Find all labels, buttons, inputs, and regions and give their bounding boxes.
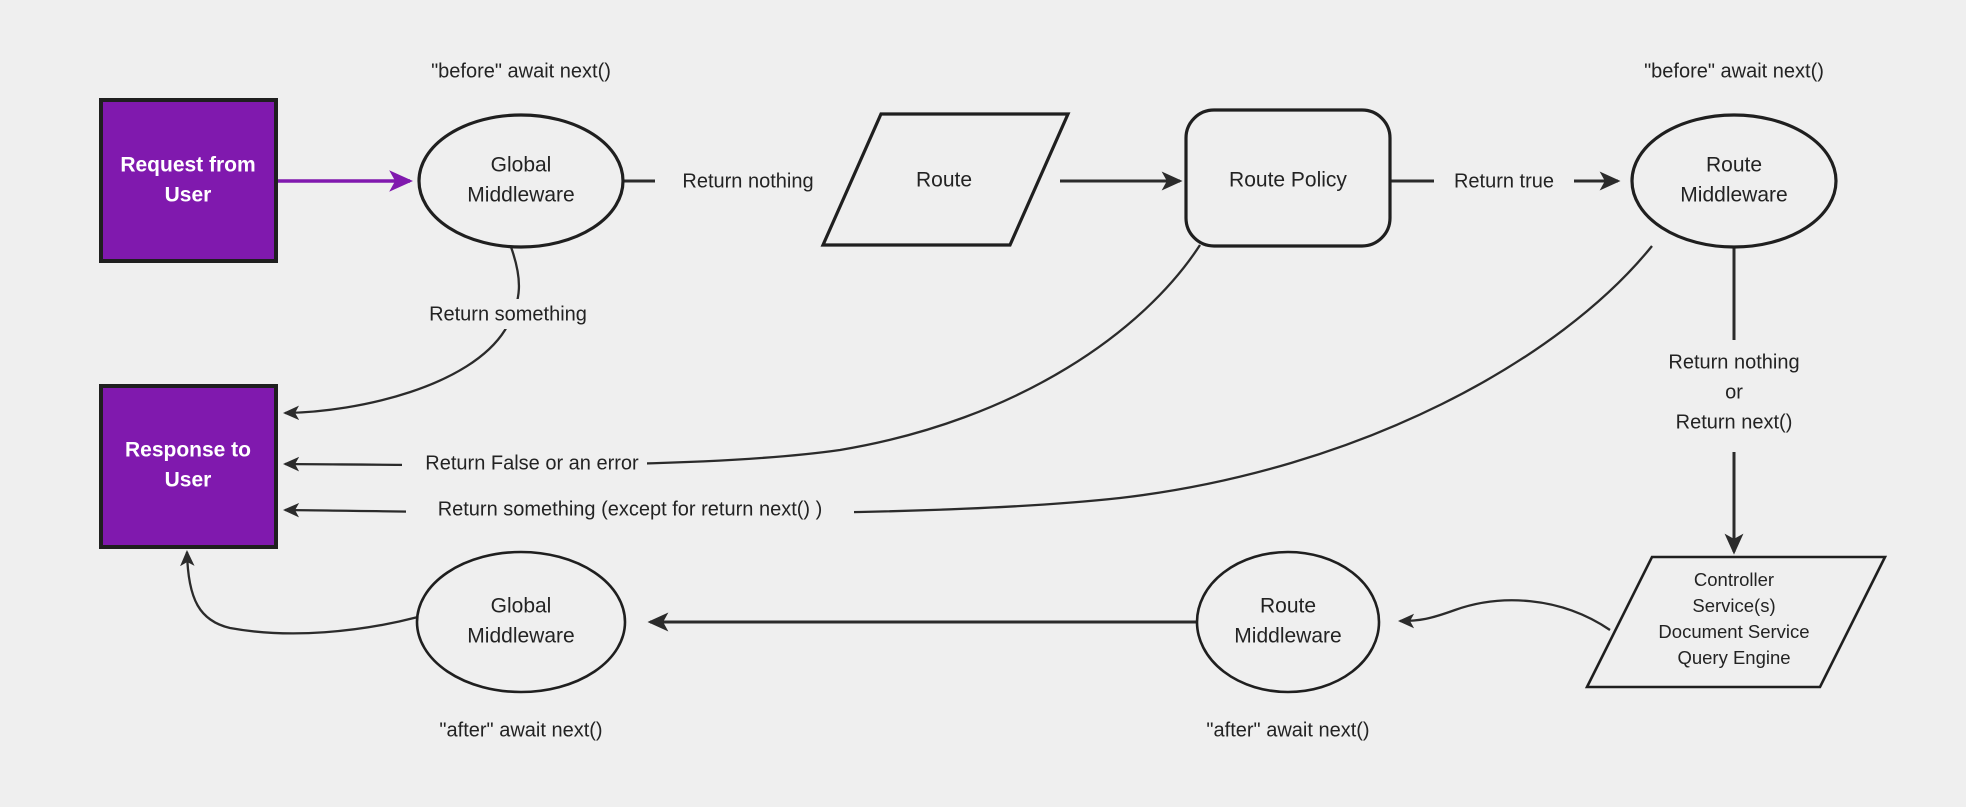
edge-label-return-something-except-next: Return something (except for return next… — [438, 498, 823, 520]
request-from-user-label-line1: Request from — [120, 154, 255, 177]
edge-global-middleware-after-to-response — [180, 549, 419, 635]
note-before-await-next-global: "before" await next() — [431, 60, 611, 82]
node-global-middleware-before[interactable]: Global Middleware — [417, 113, 625, 249]
request-from-user-label-line2: User — [165, 184, 212, 207]
node-global-middleware-after[interactable]: Global Middleware — [415, 550, 627, 694]
edge-label-return-false-or-error: Return False or an error — [425, 452, 639, 474]
edge-handler-to-route-middleware-after — [1397, 599, 1611, 631]
edge-label-return-nothing-or-next-2: or — [1725, 381, 1743, 403]
node-response-to-user[interactable]: Response to User — [99, 384, 278, 549]
edge-route-policy-to-response: Return False or an error — [282, 244, 1201, 480]
route-middleware-before-label-line2: Middleware — [1680, 184, 1787, 207]
note-after-await-next-global: "after" await next() — [439, 719, 602, 741]
response-to-user-label-line1: Response to — [125, 439, 251, 462]
node-route-middleware-after[interactable]: Route Middleware — [1195, 550, 1381, 694]
edge-global-middleware-to-route: Return nothing — [622, 166, 843, 196]
node-request-from-user[interactable]: Request from User — [99, 98, 278, 263]
route-policy-label: Route Policy — [1229, 169, 1347, 192]
edge-label-return-nothing: Return nothing — [682, 170, 813, 192]
node-route-policy[interactable]: Route Policy — [1184, 108, 1392, 248]
edge-route-policy-to-route-middleware: Return true — [1390, 166, 1621, 196]
edge-label-return-nothing-or-next-3: Return next() — [1676, 411, 1793, 433]
route-middleware-after-label-line2: Middleware — [1234, 625, 1341, 648]
note-after-await-next-route: "after" await next() — [1206, 719, 1369, 741]
handler-label-line4: Query Engine — [1677, 647, 1790, 668]
edge-route-middleware-to-response: Return something (except for return next… — [282, 245, 1653, 526]
edge-label-return-something: Return something — [429, 303, 587, 325]
handler-label-line3: Document Service — [1658, 621, 1809, 642]
route-label: Route — [916, 169, 972, 192]
global-middleware-before-label-line2: Middleware — [467, 184, 574, 207]
handler-label-line1: Controller — [1694, 569, 1774, 590]
route-middleware-before-label-line1: Route — [1706, 154, 1762, 177]
node-route[interactable]: Route — [820, 112, 1071, 247]
route-middleware-after-label-line1: Route — [1260, 595, 1316, 618]
global-middleware-after-label-line2: Middleware — [467, 625, 574, 648]
global-middleware-before-label-line1: Global — [491, 154, 552, 177]
handler-label-line2: Service(s) — [1692, 595, 1775, 616]
node-route-middleware-before[interactable]: Route Middleware — [1630, 113, 1838, 249]
edge-label-return-nothing-or-next-1: Return nothing — [1668, 351, 1799, 373]
global-middleware-after-label-line1: Global — [491, 595, 552, 618]
edge-label-return-true: Return true — [1454, 170, 1554, 192]
edge-global-middleware-to-response: Return something — [282, 246, 602, 421]
note-before-await-next-route: "before" await next() — [1644, 60, 1824, 82]
node-handler[interactable]: Controller Service(s) Document Service Q… — [1584, 555, 1888, 689]
response-to-user-label-line2: User — [165, 469, 212, 492]
edge-route-middleware-to-handler: Return nothing or Return next() — [1640, 248, 1832, 555]
